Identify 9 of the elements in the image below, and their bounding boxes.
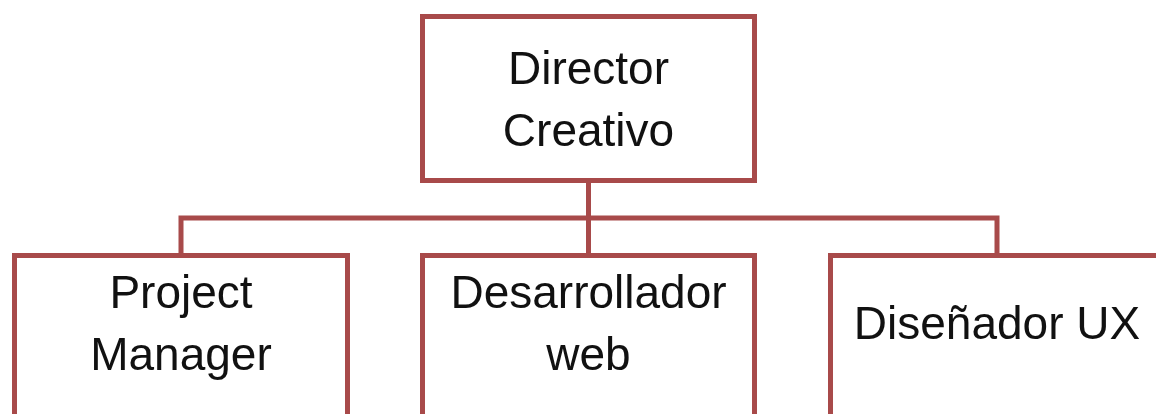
role-title: Project Manager bbox=[89, 264, 273, 382]
role-title: Diseñador UX bbox=[853, 295, 1141, 351]
connector-line bbox=[586, 183, 1000, 253]
role-title: Desarrollador web bbox=[449, 264, 728, 382]
org-box bbox=[420, 253, 757, 414]
role-title: Director Creativo bbox=[501, 40, 676, 158]
org-box bbox=[12, 253, 350, 414]
org-box bbox=[828, 253, 1156, 414]
org-box bbox=[420, 14, 757, 183]
